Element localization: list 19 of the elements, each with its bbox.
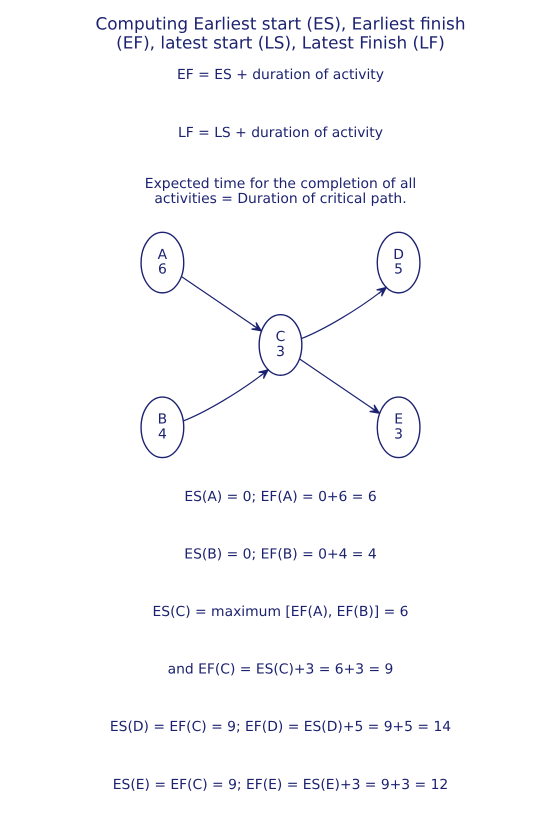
label: ES(B) = 0; EF(B) = 0+4 = 4: [184, 546, 376, 563]
node-ellipse: C 3: [258, 314, 302, 376]
label: Expected time for the completion of all activities = Duration of critical path.: [144, 176, 416, 207]
label: LF = LS + duration of activity: [178, 124, 382, 141]
node-ellipse: E 3: [376, 396, 420, 458]
arrow: [301, 286, 386, 340]
label: ES(D) = EF(C) = 9; EF(D) = ES(D)+5 = 9+5 = 14: [109, 719, 451, 736]
node-ellipse: B 4: [140, 396, 184, 458]
label: EF = ES + duration of activity: [176, 67, 384, 84]
diagram-title: Computing Earliest start (ES), Earliest finish (EF), latest start (LS), Latest Finish (LF): [94, 14, 466, 52]
label: and EF(C) = ES(C)+3 = 6+3 = 9: [167, 662, 393, 678]
node-ellipse: A 6: [140, 232, 184, 294]
node-ellipse: D 5: [376, 232, 420, 294]
arrow: [180, 276, 262, 332]
label: ES(C) = maximum [EF(A), EF(B)] = 6: [152, 604, 408, 620]
arrow: [182, 369, 268, 422]
label: ES(A) = 0; EF(A) = 0+6 = 6: [184, 488, 376, 505]
label: ES(E) = EF(C) = 9; EF(E) = ES(E)+3 = 9+3 = 12: [112, 776, 448, 793]
arrow: [298, 358, 380, 414]
